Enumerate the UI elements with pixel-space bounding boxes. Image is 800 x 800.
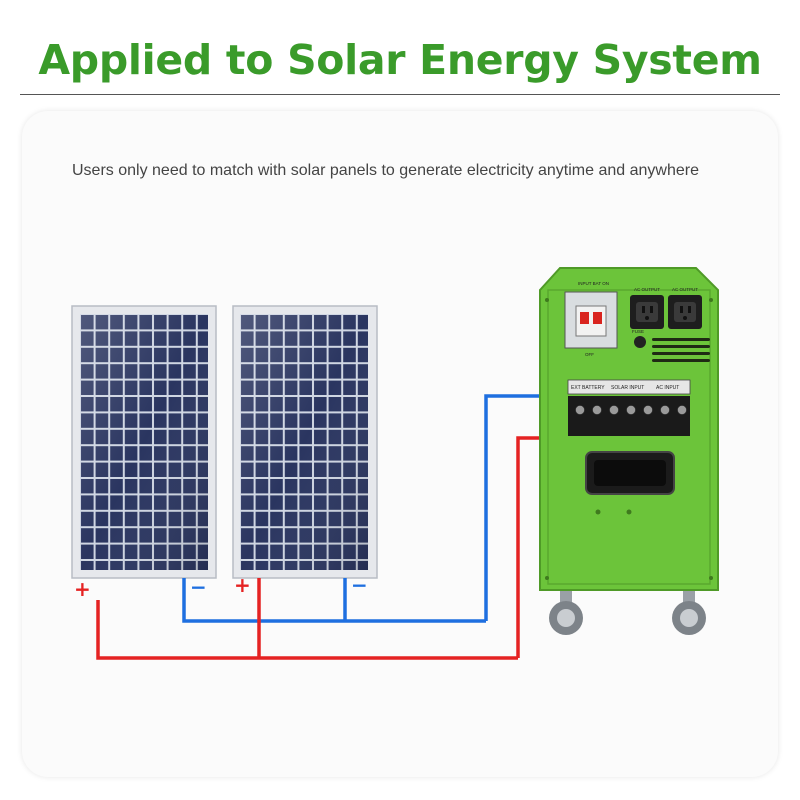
- title-divider: [20, 94, 780, 95]
- panel-right-positive-label: +: [234, 573, 251, 597]
- panel-screws: [545, 298, 713, 580]
- positive-wire-panel-left: [96, 600, 518, 660]
- ac-outlet-1: [630, 295, 664, 329]
- vent-grille: [652, 338, 710, 362]
- caster-wheel-left: [549, 588, 583, 635]
- carry-handle: [585, 451, 675, 495]
- page-title: Applied to Solar Energy System: [38, 36, 762, 84]
- panel-left-negative-label: −: [190, 575, 207, 599]
- negative-wire-panel-left: [182, 578, 486, 623]
- solar-panel-right: [232, 305, 378, 579]
- outlet-label-1: AC OUTPUT: [634, 287, 660, 292]
- breaker-label: INPUT BAT ON: [578, 281, 609, 286]
- breaker-off-label: OFF: [585, 352, 594, 357]
- diagram-subtitle: Users only need to match with solar pane…: [72, 162, 699, 179]
- outlet-label-2: AC OUTPUT: [672, 287, 698, 292]
- input-breaker: [564, 291, 618, 349]
- fuse-knob: [634, 336, 646, 348]
- terminal-block: [567, 379, 691, 436]
- caster-wheel-right: [672, 588, 706, 635]
- panel-left-positive-label: +: [74, 577, 91, 601]
- solar-panel-left: [71, 305, 217, 579]
- terminal-label-solar-input: SOLAR INPUT: [611, 385, 644, 391]
- power-station: INPUT BAT ON OFF AC OUTPUT AC OUTPUT FUS…: [539, 267, 719, 635]
- panel-right-negative-label: −: [351, 573, 368, 597]
- terminal-label-ext-battery: EXT BATTERY: [571, 385, 605, 391]
- terminal-label-ac-input: AC INPUT: [656, 385, 679, 391]
- ac-outlet-2: [668, 295, 702, 329]
- fuse-label: FUSE: [632, 329, 644, 334]
